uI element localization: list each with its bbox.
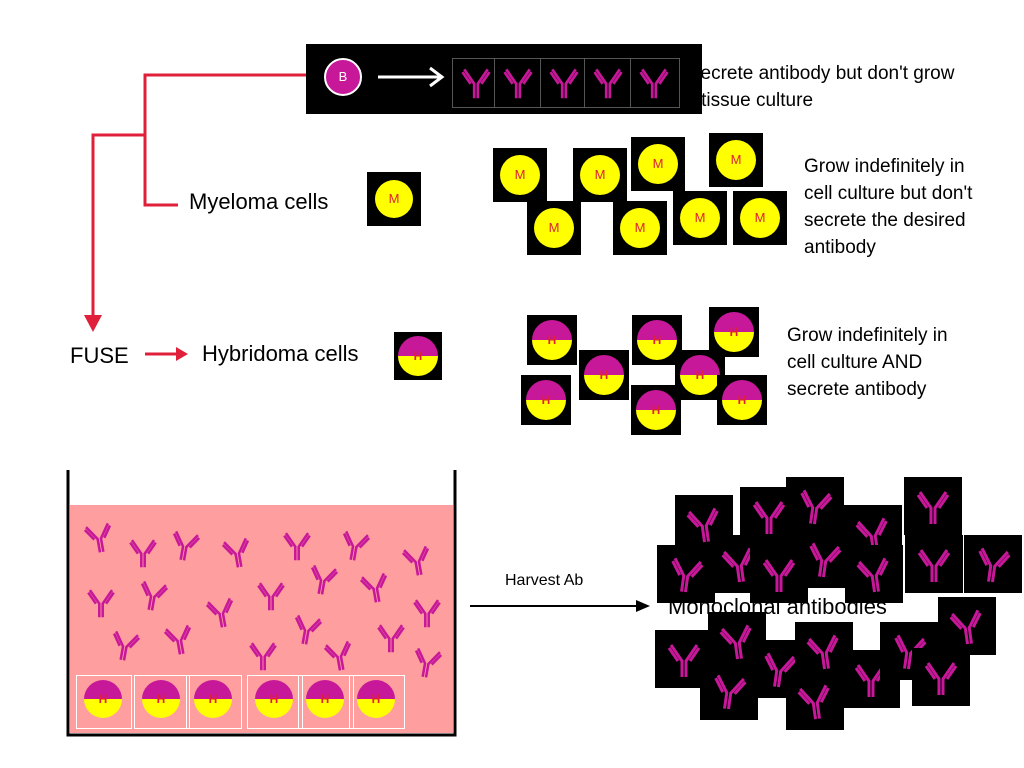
antibody-icon [338,528,372,567]
culture-cell-frame [134,675,190,729]
antibody-icon [410,645,444,684]
hybridoma-cell-icon: H [84,680,122,718]
myeloma-cell-icon: M [680,198,720,238]
antibody-icon [108,628,142,667]
culture-vessel-icon [66,470,457,737]
antibody-icon [904,477,962,535]
antibody-icon [126,535,160,574]
b-cell-letter: B [338,69,348,84]
culture-cell-frame [349,675,405,729]
myeloma-description: Grow indefinitely in cell culture but do… [804,153,972,261]
antibody-icon [162,622,196,661]
culture-cell-frame [298,675,354,729]
antibody-icon [400,543,434,582]
hybridoma-cell-icon: H [714,312,754,352]
harvest-label: Harvest Ab [505,572,584,589]
myeloma-cell-icon: M [716,140,756,180]
b-cell-description-line1: secrete antibody but don't grow [691,63,955,84]
hybridoma-cell-icon: H [532,320,572,360]
antibody-icon [938,597,996,655]
hybridoma-cell-icon: H [306,680,344,718]
antibody-icon [136,578,170,617]
antibody-icon [290,612,324,651]
hybridoma-cell-icon: H [722,380,762,420]
hybridoma-description: Grow indefinitely in cell culture AND se… [787,322,948,403]
monoclonal-label: Monoclonal antibodies [668,594,887,619]
myeloma-cell-icon: M [500,155,540,195]
antibody-icon [458,64,494,105]
hybridoma-cell-icon: H [637,320,677,360]
hybridoma-cell-icon: H [142,680,180,718]
hybridoma-desc-line1: Grow indefinitely in [787,325,948,346]
b-cell-icon: B [324,58,362,96]
hybridoma-label: Hybridoma cells [202,341,359,366]
antibody-icon [546,64,582,105]
antibody-icon [675,495,733,553]
myeloma-desc-line4: antibody [804,237,876,258]
antibody-icon [657,545,715,603]
hybridoma-cell-icon: H [680,355,720,395]
b-cell-connector [143,73,318,207]
antibody-icon [168,528,202,567]
culture-cell-frame [76,675,132,729]
hybridoma-cell-icon: H [398,336,438,376]
fuse-to-hybridoma-arrowhead [176,347,188,361]
myeloma-cell-icon: M [534,208,574,248]
fuse-label: FUSE [70,343,129,368]
antibody-icon [280,528,314,567]
antibody-icon [246,638,280,677]
myeloma-desc-line2: cell culture but don't [804,183,973,204]
myeloma-cell-icon: M [580,155,620,195]
hybridoma-desc-line2: cell culture AND [787,352,923,373]
b-cell-description-line2: in tissue culture [681,90,814,111]
antibody-icon [322,638,356,677]
antibody-icon [636,64,672,105]
myeloma-label: Myeloma cells [189,189,329,214]
antibody-icon [82,520,116,559]
myeloma-cell-icon: M [638,144,678,184]
hybridoma-cell-icon: H [194,680,232,718]
antibody-icon [786,477,844,535]
culture-cell-frame [186,675,242,729]
antibody-icon [786,672,844,730]
antibody-icon [410,595,444,634]
hybridoma-cell-icon: H [636,390,676,430]
antibody-icon [700,662,758,720]
antibody-icon [358,570,392,609]
antibody-icon [795,530,853,588]
hybridoma-cell-icon: H [526,380,566,420]
antibody-icon [905,535,963,593]
myeloma-desc-line1: Grow indefinitely in [804,156,965,177]
antibody-icon [845,545,903,603]
hybridoma-cell-icon: H [357,680,395,718]
hybridoma-desc-line3: secrete antibody [787,379,927,400]
antibody-icon [254,578,288,617]
fuse-arrowhead [84,315,102,332]
antibody-frame [494,58,544,108]
antibody-icon [306,562,340,601]
myeloma-desc-line3: secrete the desired [804,210,966,231]
myeloma-cell-icon: M [375,180,413,218]
antibody-icon [500,64,536,105]
antibody-icon [964,535,1022,593]
antibody-icon [590,64,626,105]
hybridoma-cell-icon: H [255,680,293,718]
hybridoma-cell-icon: H [584,355,624,395]
fuse-connector [91,133,145,322]
antibody-icon [84,585,118,624]
antibody-icon [204,595,238,634]
antibody-icon [912,648,970,706]
myeloma-cell-icon: M [620,208,660,248]
antibody-icon [374,620,408,659]
antibody-icon [220,535,254,574]
culture-cell-frame [247,675,303,729]
harvest-arrowhead [636,600,650,612]
myeloma-cell-icon: M [740,198,780,238]
